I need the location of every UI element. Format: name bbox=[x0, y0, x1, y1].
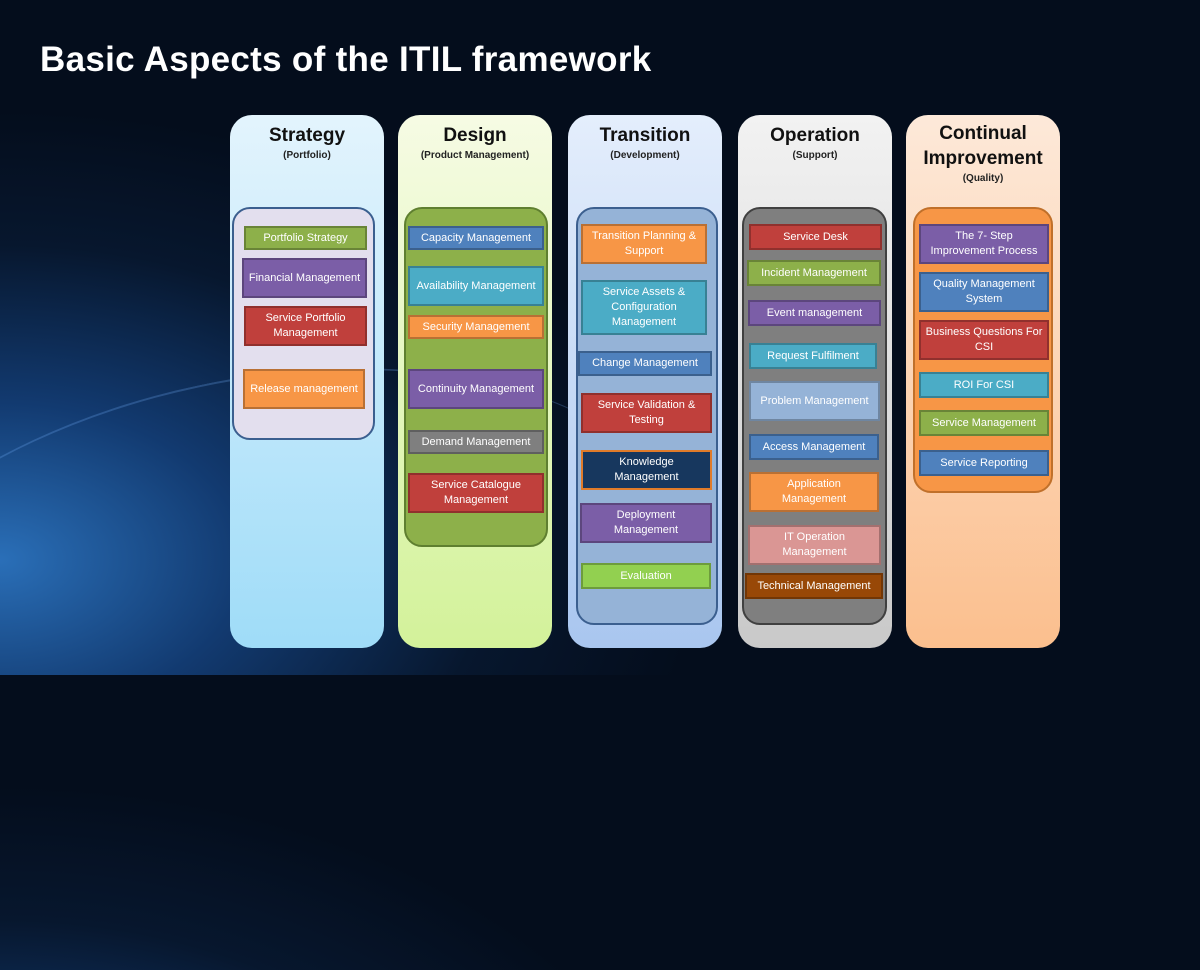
process-item: Security Management bbox=[408, 315, 544, 339]
process-item: Access Management bbox=[749, 434, 879, 460]
process-item: Demand Management bbox=[408, 430, 544, 454]
process-item: Availability Management bbox=[408, 266, 544, 306]
column-heading: Transition bbox=[599, 125, 691, 146]
process-item: Service Desk bbox=[749, 224, 882, 250]
process-item: Service Management bbox=[919, 410, 1049, 436]
process-item: Release management bbox=[243, 369, 365, 409]
process-item: Deployment Management bbox=[580, 503, 712, 543]
process-item: Portfolio Strategy bbox=[244, 226, 367, 250]
process-item: Service Portfolio Management bbox=[244, 306, 367, 346]
process-item: ROI For CSI bbox=[919, 372, 1049, 398]
process-item: Change Management bbox=[578, 351, 712, 376]
column-heading: Design bbox=[443, 125, 507, 146]
process-item: Application Management bbox=[749, 472, 879, 512]
process-item: Service Validation & Testing bbox=[581, 393, 712, 433]
column-subheading: (Quality) bbox=[962, 173, 1004, 184]
process-item: Capacity Management bbox=[408, 226, 544, 250]
process-item: Knowledge Management bbox=[581, 450, 712, 490]
process-item: Event management bbox=[748, 300, 881, 326]
process-item: Evaluation bbox=[581, 563, 711, 589]
process-item: Quality Management System bbox=[919, 272, 1049, 312]
process-item: IT Operation Management bbox=[748, 525, 881, 565]
column-heading: Strategy bbox=[268, 125, 346, 146]
column-subheading: (Development) bbox=[610, 150, 680, 161]
process-item: Service Assets & Configuration Managemen… bbox=[581, 280, 707, 335]
column-subheading: (Product Management) bbox=[420, 150, 530, 161]
process-item: Transition Planning & Support bbox=[581, 224, 707, 264]
column-heading: Operation bbox=[770, 125, 860, 146]
column-heading: Continual Improvement bbox=[923, 123, 1043, 169]
process-item: Continuity Management bbox=[408, 369, 544, 409]
process-item: Business Questions For CSI bbox=[919, 320, 1049, 360]
process-item: Service Reporting bbox=[919, 450, 1049, 476]
process-item: Request Fulfilment bbox=[749, 343, 877, 369]
process-item: Technical Management bbox=[745, 573, 883, 599]
column-subheading: (Support) bbox=[792, 150, 838, 161]
process-item: Problem Management bbox=[749, 381, 880, 421]
column-subheading: (Portfolio) bbox=[283, 150, 331, 161]
process-item: Financial Management bbox=[242, 258, 367, 298]
process-item: Incident Management bbox=[747, 260, 881, 286]
process-item: The 7- Step Improvement Process bbox=[919, 224, 1049, 264]
slide-title: Basic Aspects of the ITIL framework bbox=[40, 40, 652, 79]
process-item: Service Catalogue Management bbox=[408, 473, 544, 513]
